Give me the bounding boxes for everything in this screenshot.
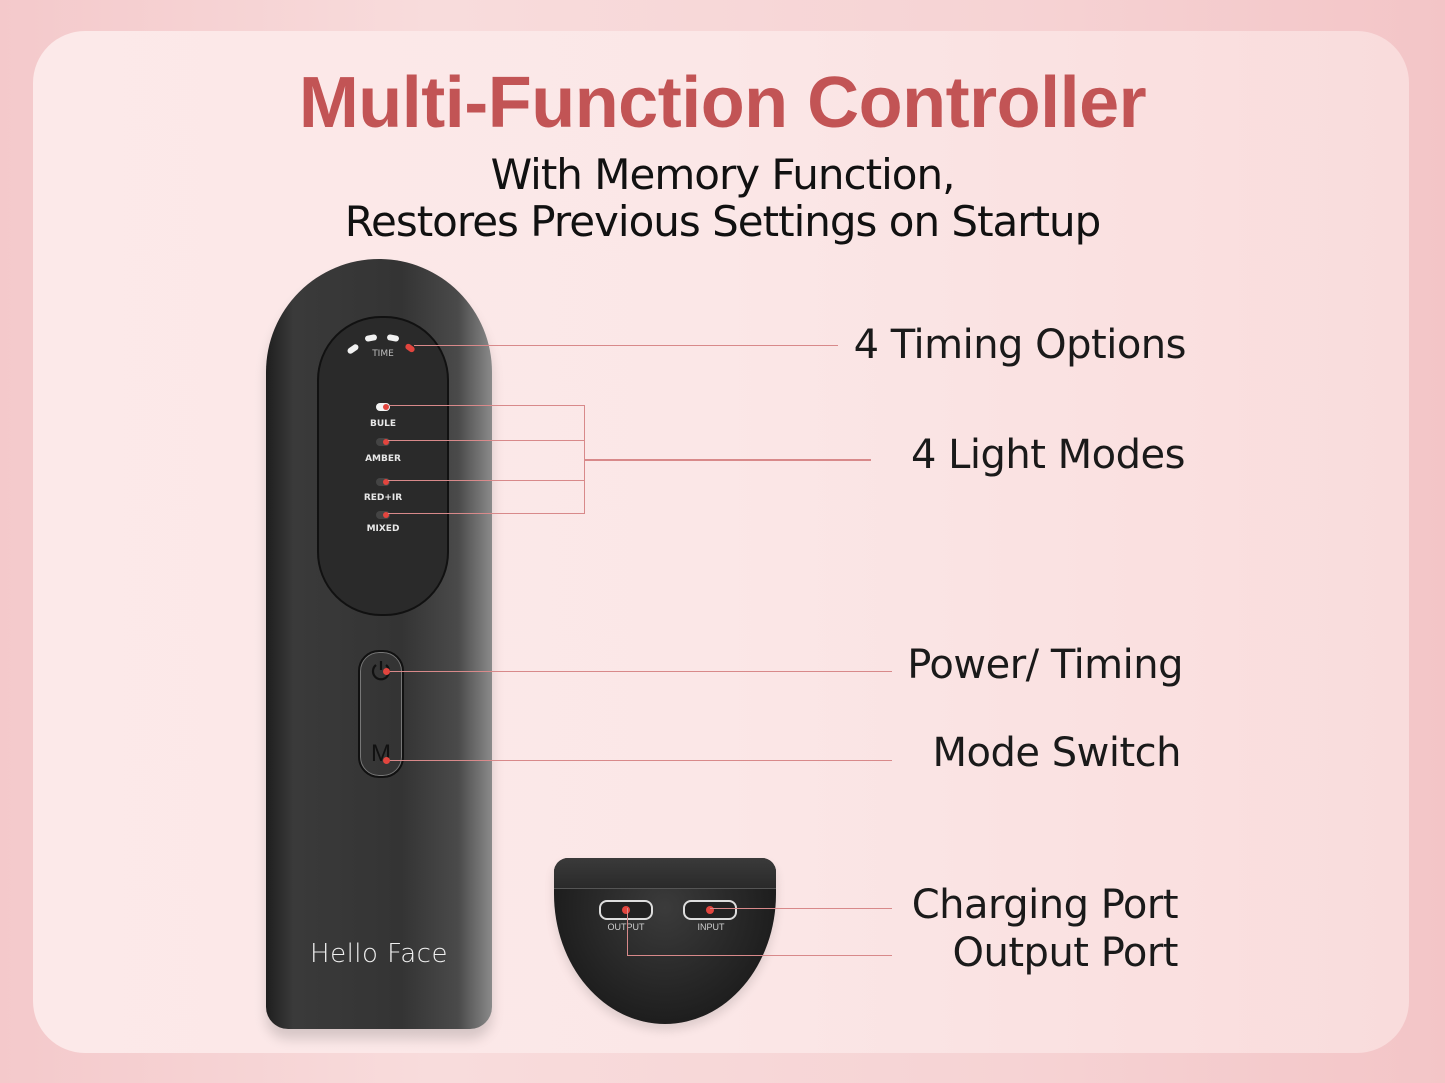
output-port-label: OUTPUT — [607, 922, 645, 932]
callout-line-mixed — [388, 513, 585, 514]
time-indicator-3 — [386, 334, 400, 342]
mode-label-amber: AMBER — [365, 454, 401, 464]
callout-line-red-ir — [388, 480, 585, 481]
remote-controller: TIME BULE AMBER RED+IR MIXED M Hello Fac… — [266, 259, 492, 1029]
callout-line-power — [386, 671, 892, 672]
indicator-panel: TIME BULE AMBER RED+IR MIXED — [317, 316, 449, 616]
mode-label-bule: BULE — [369, 419, 397, 429]
brand-logo: Hello Face — [310, 939, 448, 969]
output-port — [599, 900, 653, 920]
callout-line-output-v — [627, 908, 628, 956]
mode-label-red-ir: RED+IR — [363, 493, 403, 503]
callout-power-timing: Power/ Timing — [907, 642, 1183, 688]
marker-power — [383, 668, 390, 675]
callout-output-port: Output Port — [952, 930, 1179, 976]
callout-light-modes: 4 Light Modes — [910, 432, 1186, 478]
callout-mode-switch: Mode Switch — [932, 730, 1182, 776]
led-amber — [376, 438, 390, 446]
subtitle-line-2: Restores Previous Settings on Startup — [344, 197, 1102, 246]
mode-label-mixed: MIXED — [366, 524, 400, 534]
led-red-ir — [376, 478, 390, 486]
input-port — [683, 900, 737, 920]
callout-line-modes — [584, 459, 871, 461]
time-label: TIME — [372, 349, 394, 359]
power-button[interactable] — [360, 658, 402, 689]
callout-line-timing — [414, 345, 838, 346]
page-title: Multi-Function Controller — [298, 63, 1147, 143]
callout-line-mode-switch — [386, 760, 892, 761]
callout-timing-options: 4 Timing Options — [853, 322, 1187, 368]
callout-charging-port: Charging Port — [911, 882, 1179, 928]
led-bule — [376, 403, 390, 411]
input-port-label: INPUT — [697, 922, 725, 932]
mode-button[interactable]: M — [371, 740, 391, 767]
callout-line-bule — [388, 405, 585, 406]
subtitle-line-1: With Memory Function, — [490, 150, 956, 199]
time-indicator-2 — [364, 334, 378, 342]
marker-mode — [383, 757, 390, 764]
callout-line-output — [627, 955, 892, 956]
callout-line-amber — [388, 440, 585, 441]
hub-top-rim — [554, 858, 776, 889]
callout-line-charging — [710, 908, 892, 909]
led-mixed — [376, 511, 390, 519]
button-strip: M — [358, 650, 404, 778]
